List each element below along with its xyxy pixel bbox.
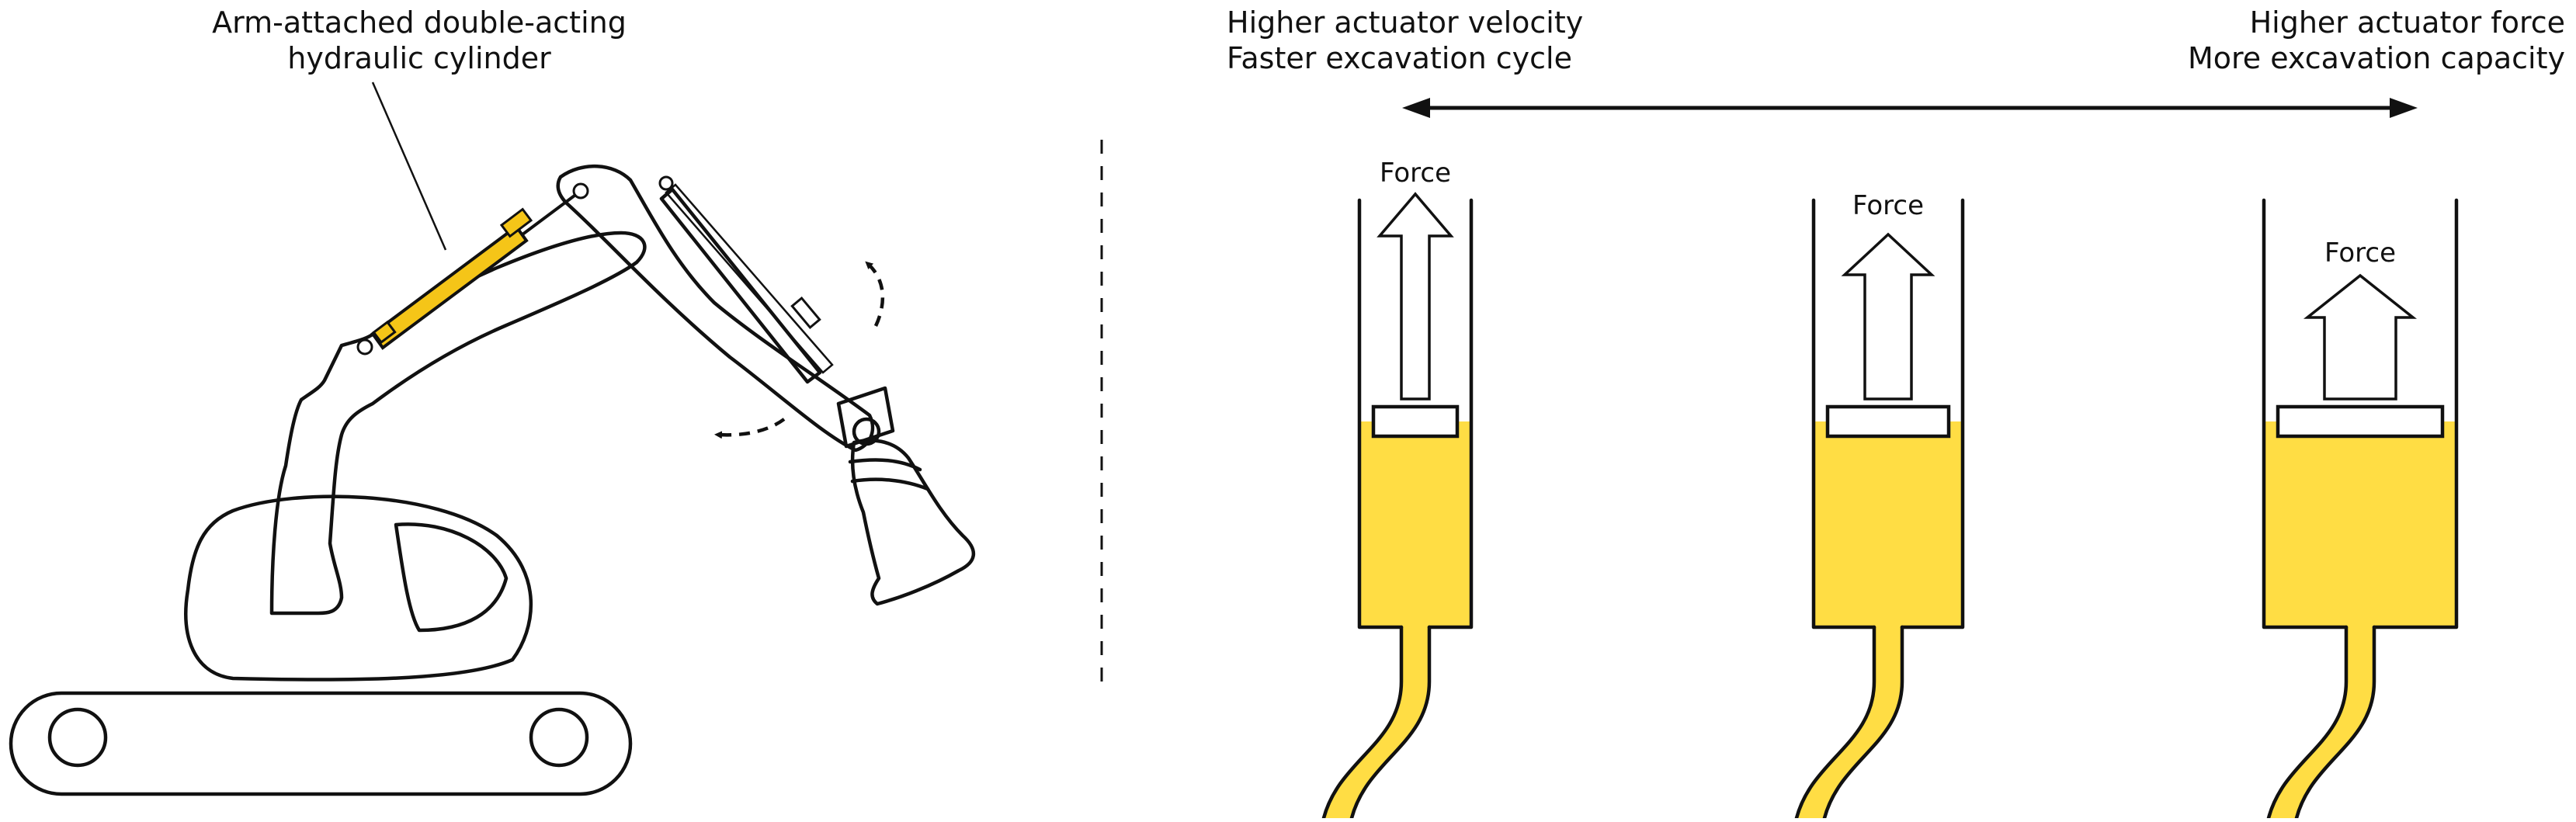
piston xyxy=(1371,404,1460,439)
cylinder-tube xyxy=(1357,198,1474,630)
excavator-bucket xyxy=(850,439,976,606)
cylinder-tube xyxy=(2262,198,2459,630)
excavator-boom xyxy=(269,231,647,616)
hydraulic-fluid xyxy=(1359,421,1471,627)
track-wheel-left xyxy=(47,707,108,768)
hydraulic-cylinder-2: Force xyxy=(1794,190,1965,820)
excavator-illustration: Arm-attached double-acting hydraulic cyl… xyxy=(9,5,976,796)
hydraulic-fluid xyxy=(1814,421,1963,627)
piston xyxy=(1825,404,1951,439)
right-text-line2: More excavation capacity xyxy=(2188,41,2565,75)
force-label: Force xyxy=(1852,190,1924,221)
right-text-line1: Higher actuator force xyxy=(2250,5,2565,40)
cylinder-tube xyxy=(1811,198,1965,630)
track-wheel-right xyxy=(529,707,589,768)
tradeoff-panel: Higher actuator velocity Faster excavati… xyxy=(1227,5,2565,820)
force-arrow xyxy=(1377,192,1454,401)
left-text-line1: Higher actuator velocity xyxy=(1227,5,1583,40)
cylinder-label-line1: Arm-attached double-acting xyxy=(212,5,627,40)
supply-pipe xyxy=(2269,627,2374,818)
force-label: Force xyxy=(1380,158,1451,189)
force-label: Force xyxy=(2324,238,2396,269)
tradeoff-double-arrow xyxy=(1402,98,2418,118)
excavator-arm xyxy=(556,164,875,453)
piston xyxy=(2276,404,2445,439)
excavator-body xyxy=(184,494,533,682)
cab-window xyxy=(394,522,509,633)
supply-pipe xyxy=(1324,627,1429,818)
hydraulic-cylinder-3: Force xyxy=(2262,198,2459,820)
force-arrow xyxy=(1841,232,1935,401)
force-arrow xyxy=(2303,273,2418,401)
cylinder-label-line2: hydraulic cylinder xyxy=(287,41,551,75)
label-leader-line xyxy=(371,82,447,251)
bucket-cylinder xyxy=(658,175,834,384)
left-text-line2: Faster excavation cycle xyxy=(1227,41,1572,75)
supply-pipe xyxy=(1797,627,1902,818)
arm-hydraulic-cylinder xyxy=(356,182,589,356)
bucket-link xyxy=(836,386,895,449)
rotation-left-arrow xyxy=(714,418,786,439)
bucket-pin xyxy=(852,417,881,446)
hydraulic-fluid xyxy=(2264,421,2456,627)
excavator-tracks xyxy=(9,691,633,796)
rotation-up-arrow xyxy=(865,261,885,327)
hydraulic-cylinder-1: Force xyxy=(1321,158,1474,820)
